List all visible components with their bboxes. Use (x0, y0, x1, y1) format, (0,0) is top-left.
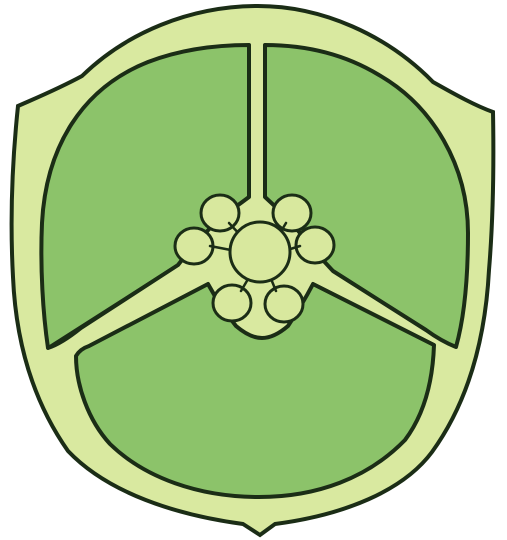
ovule (201, 195, 239, 231)
ovule (213, 285, 251, 321)
ovule (265, 286, 303, 322)
placenta-core (230, 222, 290, 282)
ovule (273, 195, 311, 231)
ovule (296, 227, 334, 263)
ovule (175, 228, 213, 264)
